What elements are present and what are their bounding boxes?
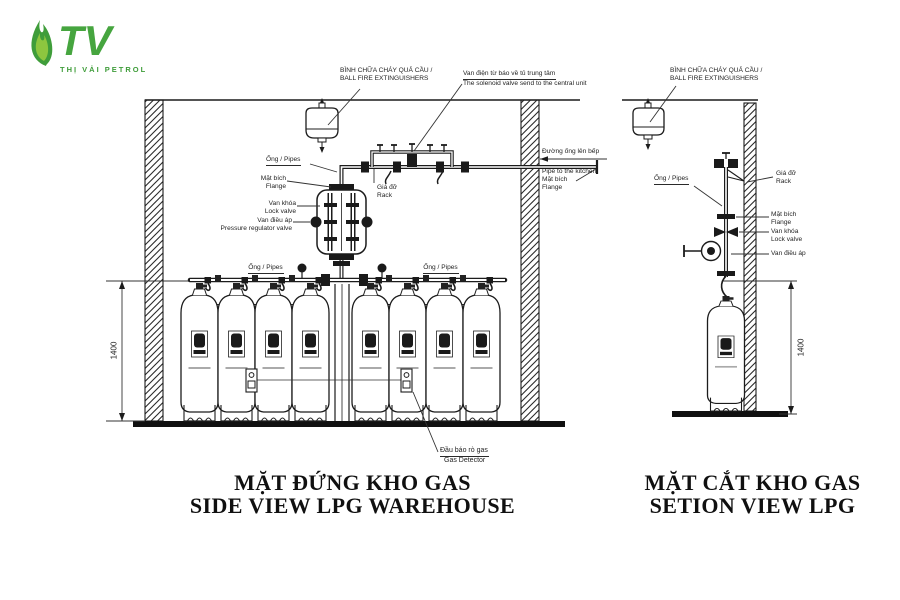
side-view-structure [133, 99, 580, 427]
side-flange-label: Mặt bích Flange [260, 175, 286, 190]
side-regulator-label: Van điều áp Pressure regulator valve [220, 217, 292, 232]
section-dimension-1400 [723, 280, 797, 415]
thi-vai-petrol-logo: TV THỊ VẢI PETROL [31, 17, 147, 74]
side-kitchen-pipe-label: Đường ống lên bếp [542, 148, 600, 155]
pressure-gauge [297, 263, 307, 273]
side-dimension-text: 1400 [109, 341, 119, 360]
side-manifold-pipes-right-label: Ống / Pipes [418, 264, 464, 274]
side-view-leaders [286, 83, 607, 223]
section-flange-label: Mặt bích Flange [771, 211, 797, 226]
section-view-title: MẶT CẮT KHO GAS SETION VIEW LPG [644, 470, 861, 518]
gas-detectors [245, 368, 439, 453]
side-extinguisher-label: BÌNH CHỮA CHÁY QUẢ CẦU / BALL FIRE EXTIN… [340, 67, 433, 82]
side-pipes-label: Ống / Pipes [266, 156, 302, 166]
logo-mark: TV [58, 17, 115, 64]
ball-fire-extinguisher [305, 98, 339, 153]
side-manifold-pipes-left-label: Ống / Pipes [243, 264, 289, 274]
side-rack-label: Giá đỡ Rack [377, 184, 398, 199]
pigtail-hoses [204, 277, 493, 292]
side-view-piping [339, 143, 599, 186]
section-dimension-text: 1400 [796, 338, 806, 357]
section-extinguisher-label: BÌNH CHỮA CHÁY QUẢ CẦU / BALL FIRE EXTIN… [670, 67, 763, 82]
logo-wordmark: THỊ VẢI PETROL [60, 65, 147, 74]
changeover-regulator-assembly [310, 184, 373, 281]
flame-icon [31, 20, 53, 66]
section-regulator-label: Van điều áp [771, 250, 806, 257]
section-leaders [649, 85, 774, 255]
section-piping [683, 152, 745, 298]
section-pipes-label: Ống / Pipes [654, 175, 690, 185]
side-view-dimension-1400 [106, 280, 196, 422]
side-kitchen-pipe-label-en: Pipe to the kitchen Mặt bích Flange [542, 168, 597, 191]
brand-logo: TV THỊ VẢI PETROL [16, 10, 166, 82]
section-view-structure [622, 99, 788, 417]
gas-cylinders-row [180, 282, 501, 422]
section-lock-valve-label: Van khóa Lock valve [771, 228, 803, 243]
section-cylinder [706, 295, 746, 412]
side-solenoid-label: Van điện từ báo về tủ trung tâm The sole… [463, 70, 587, 87]
section-extinguisher [632, 98, 665, 150]
side-view-title: MẶT ĐỨNG KHO GAS SIDE VIEW LPG WAREHOUSE [189, 470, 516, 518]
side-lock-valve-label: Van khóa Lock valve [264, 200, 296, 215]
gas-detector-label: Đầu báo rò gas Gas Detector [440, 447, 489, 465]
section-rack-label: Giá đỡ Rack [776, 170, 797, 185]
pressure-gauge [377, 263, 387, 273]
